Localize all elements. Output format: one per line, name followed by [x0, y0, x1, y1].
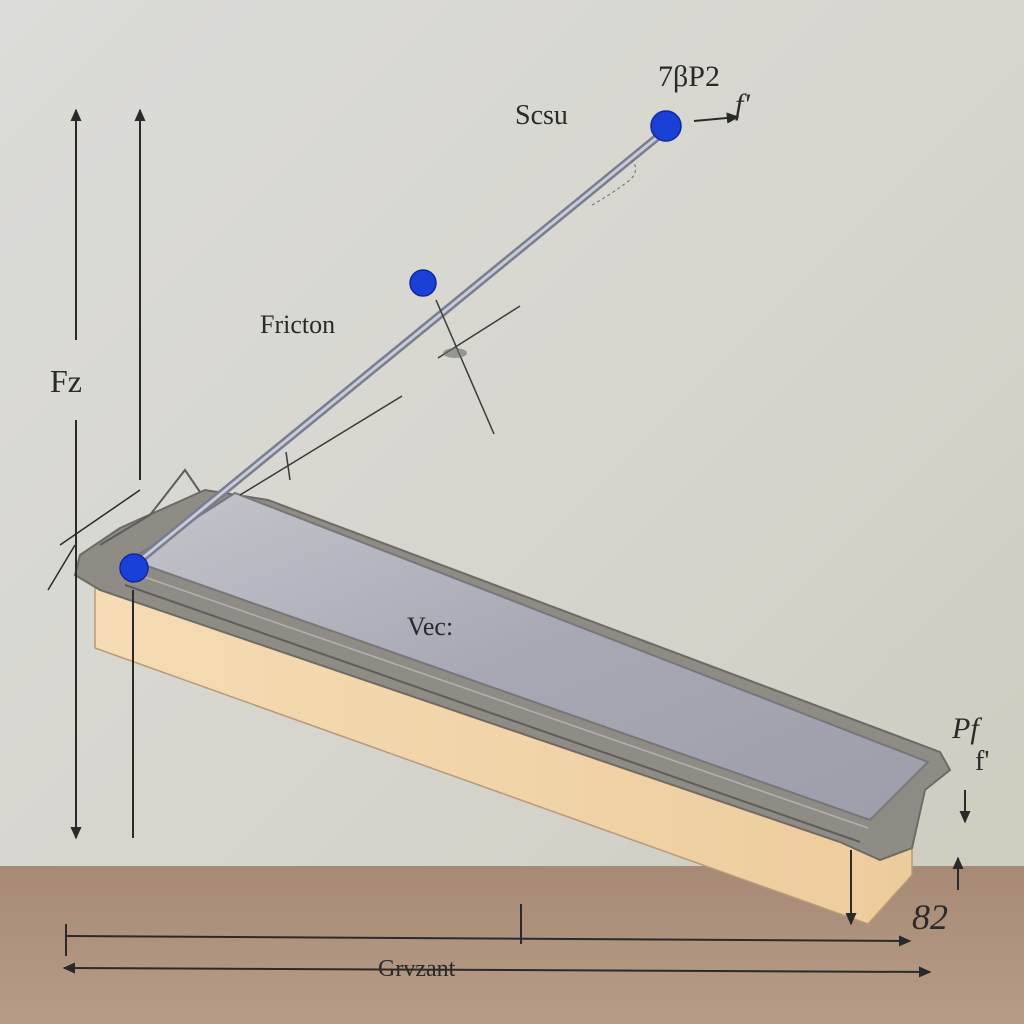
corner-tick-2 [47, 544, 76, 591]
point-top [650, 110, 682, 142]
gravity-arrow-lower [62, 962, 932, 978]
ramp-edge-line [124, 584, 861, 843]
ramp-raised-corner [99, 468, 201, 546]
corner-tick-1 [59, 489, 141, 546]
point-base [119, 553, 149, 583]
label-fricton: Fricton [260, 310, 336, 339]
ramp-edge-line-inner [129, 571, 869, 829]
label-vec: Vec: [407, 612, 454, 641]
cross-line-1 [435, 299, 495, 435]
top-force-arrow [693, 112, 740, 124]
sketch-scribble [591, 159, 636, 206]
label-fz: Fz [50, 363, 82, 399]
friction-line [239, 395, 403, 496]
label-pf: Pf [952, 712, 979, 745]
point-middle [409, 269, 437, 297]
friction-tick [285, 451, 291, 481]
label-gravity: Grvzant [378, 956, 456, 982]
label-tip: 7βP2 [658, 60, 720, 93]
cross-center [443, 348, 467, 358]
label-f-top: f' [735, 88, 750, 121]
label-scsu: Scsu [515, 100, 568, 131]
label-f-right: f' [975, 746, 990, 777]
rod-highlight [138, 133, 662, 562]
label-82: 82 [912, 897, 948, 937]
gravity-arrow-upper [65, 935, 912, 947]
